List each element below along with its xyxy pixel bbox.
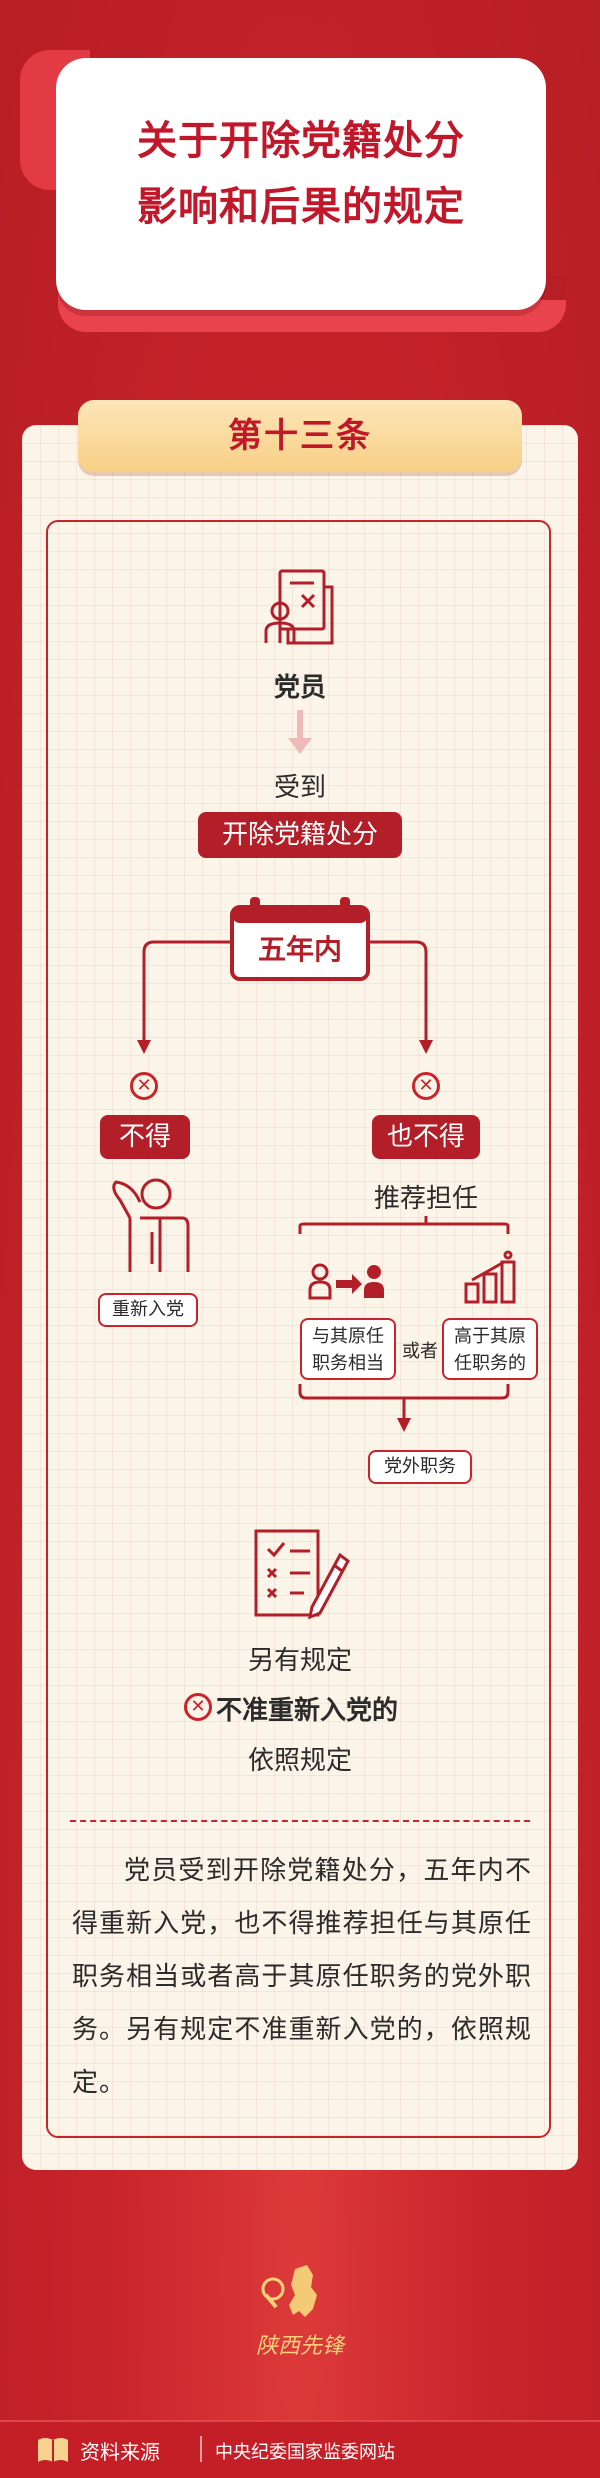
right-branch-result: 党外职务	[368, 1450, 472, 1484]
option-b-line-2: 任职务的	[454, 1353, 526, 1374]
divider	[70, 1820, 530, 1822]
or-label: 或者	[402, 1341, 438, 1362]
right-branch-label: 也不得	[372, 1115, 480, 1159]
subject-label: 党员	[273, 673, 326, 703]
checklist-pen-icon	[254, 1529, 350, 1620]
option-b-line-1: 高于其原	[454, 1326, 526, 1347]
footer: 资料来源 中央纪委国家监委网站	[0, 2420, 600, 2478]
cross-circle-icon: ✕	[184, 1693, 212, 1721]
option-b-tag: 高于其原 任职务的	[442, 1318, 538, 1380]
cross-circle-icon: ✕	[130, 1072, 158, 1100]
bar-chart-person-icon	[464, 1250, 516, 1304]
options-bracket	[298, 1216, 510, 1432]
right-branch-action: 推荐担任	[373, 1184, 478, 1214]
other-line-3: 依照规定	[247, 1746, 352, 1776]
calendar-icon	[230, 897, 370, 981]
person-transfer-icon	[308, 1263, 384, 1300]
flow-frame	[46, 520, 551, 2138]
option-a-line-2: 职务相当	[312, 1353, 384, 1374]
option-a-line-1: 与其原任	[312, 1326, 384, 1347]
cross-circle-icon: ✕	[412, 1072, 440, 1100]
logo-text: 陕西先锋	[255, 2334, 344, 2359]
arrow-down-icon	[288, 710, 312, 754]
footer-separator	[200, 2436, 202, 2462]
book-icon	[38, 2438, 68, 2462]
article-body: 党员受到开除党籍处分，五年内不得重新入党，也不得推荐担任与其原任职务相当或者高于…	[72, 1856, 532, 2098]
option-a-tag: 与其原任 职务相当	[300, 1318, 396, 1380]
article-label: 第十三条	[78, 400, 522, 472]
party-logo-icon	[261, 2265, 317, 2317]
title-line-1: 关于开除党籍处分	[137, 118, 465, 164]
penalty-label: 开除党籍处分	[198, 812, 402, 858]
other-line-2: 不准重新入党的	[216, 1696, 399, 1726]
period-label: 五年内	[257, 933, 342, 966]
other-line-1: 另有规定	[247, 1646, 352, 1676]
page-title: 关于开除党籍处分 影响和后果的规定	[56, 108, 546, 240]
title-line-2: 影响和后果的规定	[137, 184, 465, 230]
branch-lines	[137, 940, 433, 1054]
left-branch-result: 重新入党	[98, 1293, 198, 1327]
title-card	[56, 58, 546, 310]
receive-label: 受到	[273, 773, 326, 803]
document-person-icon	[264, 569, 334, 645]
footer-source: 中央纪委国家监委网站	[215, 2442, 395, 2463]
person-salute-icon	[112, 1178, 190, 1272]
left-branch-label: 不得	[100, 1115, 190, 1159]
footer-label: 资料来源	[80, 2440, 160, 2464]
